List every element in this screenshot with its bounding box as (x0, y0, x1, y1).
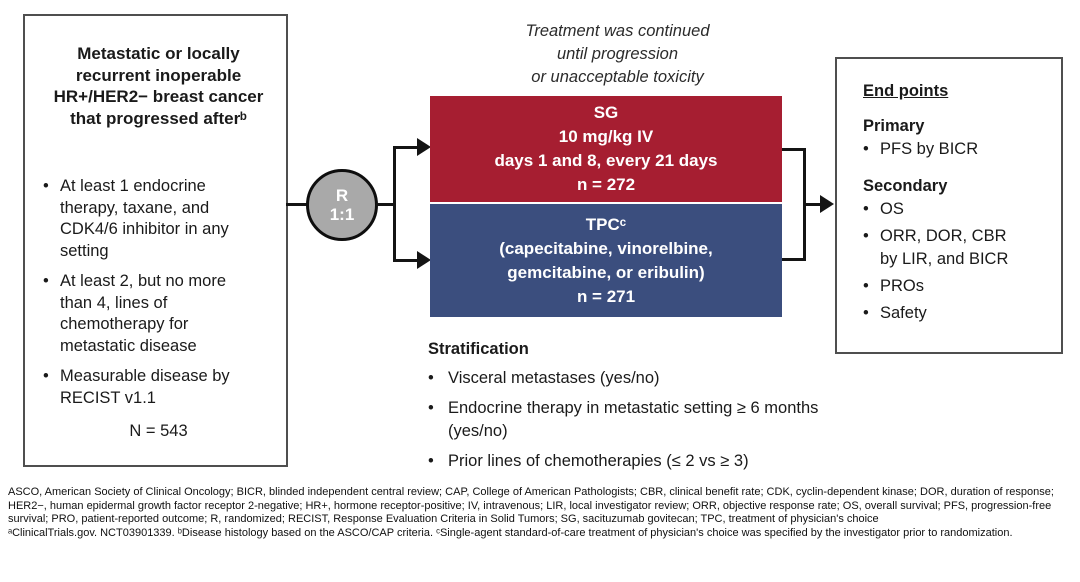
endpoints-box: End points Primary PFS by BICR Secondary… (835, 57, 1063, 354)
list-item: OS (863, 198, 1041, 221)
bullet-icon (43, 271, 60, 357)
tpc-arm-line: gemcitabine, or eribulin) (507, 262, 705, 282)
bullet-icon (428, 397, 448, 443)
branch-line (393, 146, 396, 262)
bullet-icon (863, 198, 880, 221)
endpoints-heading: End points (863, 82, 949, 100)
connector-line (286, 203, 308, 206)
bullet-icon (863, 302, 880, 325)
population-title-line: Metastatic or locally (77, 44, 240, 63)
primary-endpoints-label: Primary (863, 117, 925, 135)
population-box: Metastatic or locally recurrent inoperab… (23, 14, 288, 467)
randomization-ratio: 1:1 (329, 205, 355, 224)
connector-line (393, 146, 419, 149)
sg-arm-line: SG (593, 103, 619, 122)
bullet-icon (428, 450, 448, 473)
secondary-endpoints-label: Secondary (863, 177, 948, 195)
sg-arm-line: days 1 and 8, every 21 days (494, 151, 718, 170)
endpoint-text: Safety (880, 304, 927, 322)
total-enrollment: N = 543 (129, 422, 188, 440)
abbreviations-text: ASCO, American Society of Clinical Oncol… (8, 486, 1054, 525)
bullet-icon (43, 176, 60, 262)
randomization-r-label: R (335, 186, 349, 205)
endpoint-text: PFS by BICR (880, 140, 979, 158)
criterion-text: At least 1 endocrine therapy, taxane, an… (60, 177, 229, 260)
stratification-factor: Prior lines of chemotherapies (≤ 2 vs ≥ … (448, 452, 749, 470)
tpc-arm-box: TPCᶜ (capecitabine, vinorelbine, gemcita… (430, 204, 782, 317)
footnote-text: ᵃClinicalTrials.gov. NCT03901339. ᵇDisea… (8, 526, 1013, 539)
bullet-icon (863, 275, 880, 298)
list-item: Measurable disease by RECIST v1.1 (43, 366, 274, 409)
bullet-icon (43, 366, 60, 409)
randomization-circle: R 1:1 (306, 169, 378, 241)
bullet-icon (863, 225, 880, 271)
connector-line (393, 259, 419, 262)
bullet-icon (428, 367, 448, 390)
criterion-text: At least 2, but no more than 4, lines of… (60, 272, 227, 355)
endpoint-text: OS (880, 200, 904, 218)
sg-arm-box: SG 10 mg/kg IV days 1 and 8, every 21 da… (430, 96, 782, 202)
endpoint-text: ORR, DOR, CBR by LIR, and BICR (880, 227, 1009, 268)
tpc-arm-line: TPCᶜ (585, 214, 627, 234)
connector-line (782, 258, 806, 261)
sg-arm-line: 10 mg/kg IV (558, 127, 654, 146)
population-criteria-list: At least 1 endocrine therapy, taxane, an… (43, 176, 274, 409)
connector-line (782, 148, 806, 151)
continuation-note-line: Treatment was continued (525, 22, 710, 40)
list-item: Endocrine therapy in metastatic setting … (428, 397, 858, 443)
endpoint-text: PROs (880, 277, 925, 295)
arrowhead-icon (820, 195, 834, 213)
list-item: PROs (863, 275, 1041, 298)
list-item: At least 1 endocrine therapy, taxane, an… (43, 176, 274, 262)
continuation-note: Treatment was continued until progressio… (430, 20, 805, 89)
arrowhead-icon (417, 251, 431, 269)
bullet-icon (863, 138, 880, 161)
stratification-section: Stratification Visceral metastases (yes/… (428, 337, 858, 480)
criterion-text: Measurable disease by RECIST v1.1 (60, 367, 230, 407)
connector-line (376, 203, 396, 206)
list-item: PFS by BICR (863, 138, 1041, 161)
stratification-heading: Stratification (428, 340, 529, 358)
connector-line (803, 203, 822, 206)
footnotes: ASCO, American Society of Clinical Oncol… (8, 486, 1074, 540)
population-title-line: HR+/HER2− breast cancer (53, 87, 264, 106)
stratification-factor: Endocrine therapy in metastatic setting … (448, 399, 819, 440)
continuation-note-line: until progression (556, 45, 679, 63)
list-item: At least 2, but no more than 4, lines of… (43, 271, 274, 357)
continuation-note-line: or unacceptable toxicity (531, 68, 704, 86)
list-item: Visceral metastases (yes/no) (428, 367, 858, 390)
list-item: ORR, DOR, CBR by LIR, and BICR (863, 225, 1041, 271)
sg-arm-line: n = 272 (576, 175, 636, 194)
population-title: Metastatic or locally recurrent inoperab… (43, 43, 274, 129)
tpc-arm-line: (capecitabine, vinorelbine, (499, 238, 713, 258)
list-item: Safety (863, 302, 1041, 325)
population-title-line: that progressed afterᵇ (70, 108, 247, 128)
stratification-factor: Visceral metastases (yes/no) (448, 369, 660, 387)
arrowhead-icon (417, 138, 431, 156)
tpc-arm-line: n = 271 (576, 286, 636, 306)
list-item: Prior lines of chemotherapies (≤ 2 vs ≥ … (428, 450, 858, 473)
population-title-line: recurrent inoperable (75, 65, 242, 85)
